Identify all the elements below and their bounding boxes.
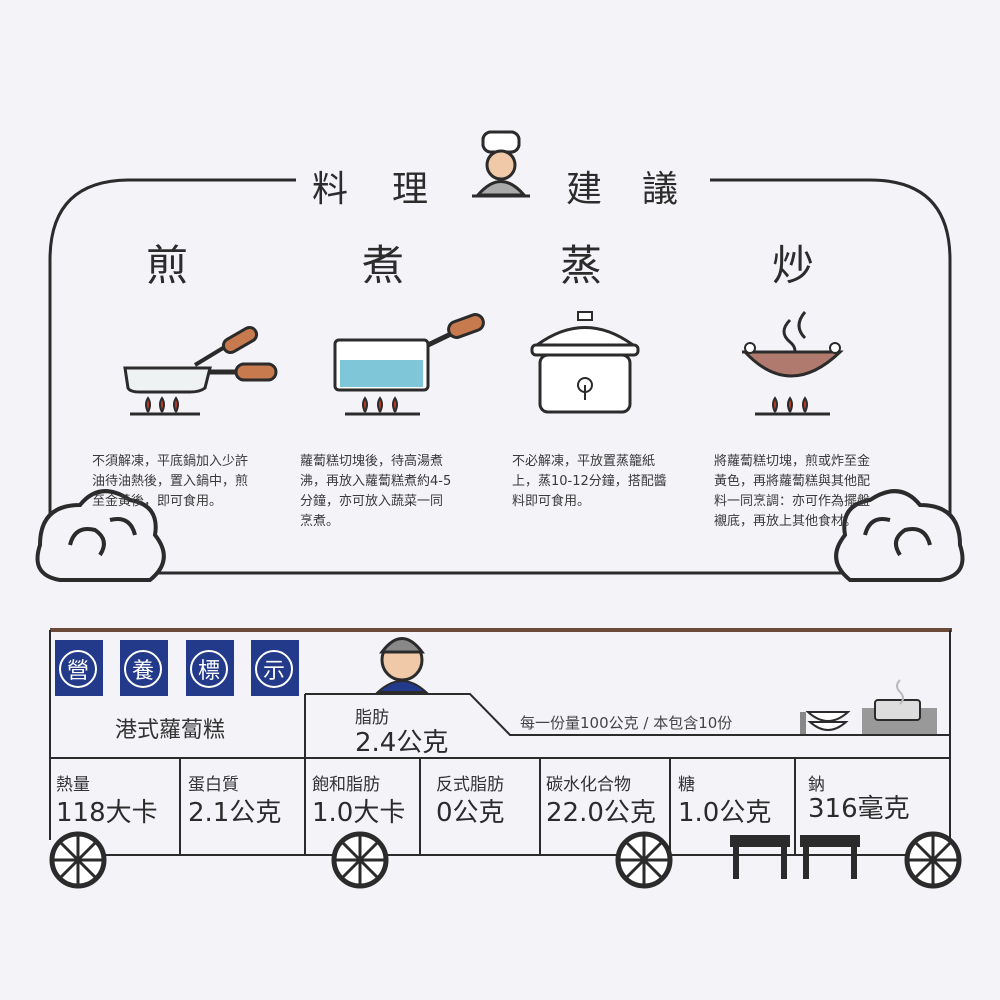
vendor-icon [375, 637, 429, 693]
nutrient-label: 蛋白質 [188, 775, 239, 795]
nutrient-label: 鈉 [808, 775, 825, 795]
nutrient-value: 1.0大卡 [312, 798, 406, 828]
chef-icon [472, 130, 530, 198]
nutrient-label: 熱量 [56, 775, 90, 795]
banner-flag: 標 [186, 640, 234, 696]
nutrient-value: 1.0公克 [678, 798, 772, 828]
title-char: 議 [642, 169, 679, 210]
serving-info: 每一份量100公克 / 本包含10份 [520, 714, 733, 732]
nutrient-value: 316毫克 [808, 794, 910, 824]
counter-items-icon [800, 679, 937, 734]
banner-flag: 營 [55, 640, 103, 696]
nutrient-value: 22.0公克 [546, 798, 656, 828]
method-title-steam: 蒸 [560, 241, 603, 290]
method-title-fry: 煎 [146, 241, 189, 290]
title-char: 建 [566, 169, 603, 210]
nutrient-value: 2.1公克 [188, 798, 282, 828]
fat-label: 脂肪 [355, 708, 389, 728]
method-desc-steam: 不必解凍，平放置蒸籠紙 上，蒸10-12分鐘，搭配醬 料即可食用。 [512, 454, 667, 509]
method-desc-fry: 不須解凍，平底鍋加入少許 油待油熱後，置入鍋中，煎 至金黃後，即可食用。 [92, 454, 249, 509]
wok-icon [741, 311, 844, 416]
title-char: 料 [312, 169, 349, 210]
stools-icon [730, 835, 860, 879]
fat-value: 2.4公克 [355, 728, 449, 758]
method-title-boil: 煮 [362, 241, 405, 290]
nutrient-label: 飽和脂肪 [312, 775, 380, 795]
pot-icon [333, 313, 485, 416]
cloud-right-icon [834, 489, 965, 582]
nutrient-label: 糖 [678, 775, 695, 795]
nutrient-label: 反式脂肪 [436, 775, 504, 795]
steamer-icon [530, 311, 640, 414]
method-desc-boil: 蘿蔔糕切塊後，待高湯煮 沸，再放入蘿蔔糕煮約4-5 分鐘，亦可放入蔬菜一同 烹煮… [300, 454, 452, 529]
banner-char: 示 [255, 650, 293, 688]
cloud-left-icon [35, 489, 166, 582]
banner-char: 標 [190, 650, 228, 688]
method-desc-stirfry: 將蘿蔔糕切塊，煎或炸至金 黃色，再將蘿蔔糕與其他配 料一同烹調：亦可作為擺盤 襯… [714, 454, 871, 529]
product-name: 港式蘿蔔糕 [115, 718, 226, 743]
method-title-stirfry: 炒 [772, 241, 815, 290]
frying-pan-icon [123, 326, 278, 416]
nutrient-label: 碳水化合物 [546, 775, 631, 795]
banner-flag: 養 [120, 640, 168, 696]
banner-char: 養 [124, 650, 162, 688]
banner-flag: 示 [251, 640, 299, 696]
banner-char: 營 [59, 650, 97, 688]
nutrient-value: 0公克 [436, 798, 505, 828]
nutrient-value: 118大卡 [56, 798, 158, 828]
title-char: 理 [392, 169, 429, 210]
